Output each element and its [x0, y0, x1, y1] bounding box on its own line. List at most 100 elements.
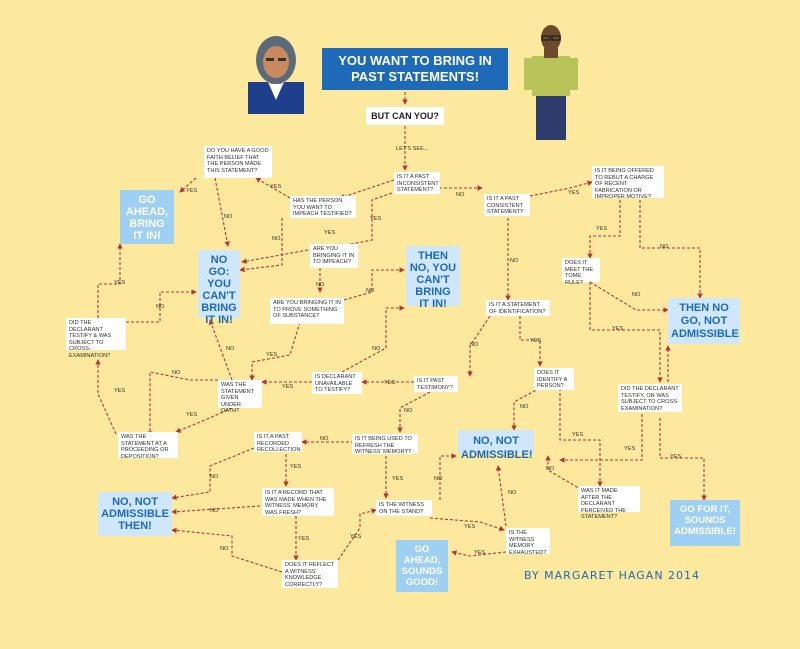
outcome-then-no-go: THEN NO GO, NOT ADMISSIBLE — [668, 298, 740, 344]
edge-label-yes: YES — [298, 536, 310, 542]
question-recorded: IS IT A PAST RECORDED RECOLLECTION — [254, 432, 302, 453]
edge — [451, 550, 507, 557]
outcome-no-admissible: NO, NOT ADMISSIBLE! — [458, 430, 534, 461]
edge — [589, 282, 663, 383]
edge-label-yes: YES — [596, 226, 608, 232]
edge-label-no: NO — [226, 346, 235, 352]
outcome-go-ahead-bring: GO AHEAD, BRING IT IN! — [120, 190, 174, 244]
edge — [589, 281, 669, 313]
edge-label-yes: YES — [384, 380, 396, 386]
edge — [239, 218, 283, 273]
edge — [97, 243, 123, 318]
outcome-then-no: THEN NO, YOU CAN'T BRING IT IN! — [406, 246, 460, 310]
subtitle: BUT CAN YOU? — [366, 107, 444, 125]
question-consistent: IS IT A PAST CONSISTENT STATEMENT? — [484, 194, 530, 216]
edge-label-yes: YES — [266, 352, 278, 358]
man-illustration — [524, 25, 578, 140]
edge-label-no: NO — [372, 346, 381, 352]
outcome-no-admissible-then: NO, NOT ADMISSIBLE THEN! — [98, 492, 172, 536]
edge-label-no: NO — [220, 546, 229, 552]
edge-label-yes: YES — [624, 446, 636, 452]
question-under-oath: WAS THE STATEMENT GIVEN UNDER OATH? — [218, 380, 262, 414]
question-proceeding: WAS THE STATEMENT AT A PROCEEDING OR DEP… — [118, 432, 178, 460]
question-bringing-impeach: ARE YOU BRINGING IT IN TO IMPEACH? — [310, 244, 358, 268]
question-identify-person: DOES IT IDENTIFY A PERSON? — [534, 368, 574, 390]
edge-label-no: NO — [510, 258, 519, 264]
edge-label-yes: YES — [464, 524, 476, 530]
edge — [171, 447, 255, 501]
edge — [559, 388, 603, 487]
question-after-perceived: WAS IT MADE AFTER THE DECLARANT PERCEIVE… — [578, 486, 640, 520]
edge — [397, 391, 431, 433]
edge-label-yes: YES — [530, 338, 542, 344]
edge-label-yes: YES — [114, 280, 126, 286]
edge — [208, 319, 233, 381]
edge-label-yes: YES — [350, 534, 362, 540]
edge-label-yes: YES — [290, 464, 302, 470]
question-prove-substance: ARE YOU BRINGING IT IN TO PROVE SOMETHIN… — [270, 298, 344, 324]
edge-label-yes: YES — [670, 454, 682, 460]
question-unavailable: IS DECLARANT UNAVAILABLE TO TESTIFY? — [312, 372, 362, 394]
question-reflect-knowledge: DOES IT REFLECT A WITNESS' KNOWLEDGE COR… — [282, 560, 338, 588]
edge — [214, 177, 230, 247]
edge-label-no: NO — [156, 304, 165, 310]
edge — [429, 517, 505, 532]
edge — [95, 359, 117, 435]
edge — [659, 418, 707, 501]
edge-label-yes: YES — [186, 188, 198, 194]
edge-label-no: NO — [508, 490, 517, 496]
edge — [439, 453, 457, 500]
edge-label-no: NO — [456, 192, 465, 198]
edge — [179, 177, 197, 193]
outcome-no-go: NO GO: YOU CAN'T BRING IT IN! — [198, 250, 240, 326]
edge-label-no: NO — [632, 292, 641, 298]
question-on-stand: IS THE WITNESS ON THE STAND? — [376, 500, 432, 516]
edge-label-yes: YES — [114, 388, 126, 394]
question-declarant-cross: DID THE DECLARANT TESTIFY, OR WAS SUBJEC… — [618, 384, 682, 412]
edge-label-no: NO — [434, 476, 443, 482]
question-good-faith: DO YOU HAVE A GOOD FAITH BELIEF THAT THE… — [204, 146, 272, 178]
edge-label-no: NO — [210, 474, 219, 480]
question-refresh: IS IT BEING USED TO REFRESH THE WITNESS'… — [352, 434, 418, 455]
edge — [339, 179, 395, 200]
edge-label-yes: YES — [572, 432, 584, 438]
edge-label-no: NO — [316, 282, 325, 288]
lets-see-label: LET'S SEE... — [396, 146, 429, 152]
edge-label-no: NO — [210, 508, 219, 514]
edge — [335, 192, 393, 249]
page-title: YOU WANT TO BRING IN PAST STATEMENTS! — [322, 48, 508, 90]
edge-label-no: NO — [272, 236, 281, 242]
edge — [337, 508, 377, 561]
edge — [639, 200, 703, 299]
edge — [341, 305, 405, 373]
edge — [241, 249, 309, 264]
question-declarant-testify: DID THE DECLARANT TESTIFY & WAS SUBJECT … — [66, 318, 126, 359]
edge — [255, 177, 291, 199]
outcome-go-ahead-sounds: GO AHEAD, SOUNDS GOOD! — [396, 540, 448, 592]
edge-label-no: NO — [172, 370, 181, 376]
question-record-fresh: IS IT A RECORD THAT WAS MADE WHEN THE WI… — [262, 488, 334, 516]
question-tome: DOES IT MEET THE TOME RULE? — [562, 258, 600, 286]
edge — [545, 455, 583, 491]
question-impeach-testified: HAS THE PERSON YOU WANT TO IMPEACH TESTI… — [290, 196, 356, 218]
edge — [467, 315, 491, 377]
edge-label-yes: YES — [282, 384, 294, 390]
edge-label-yes: YES — [270, 184, 282, 190]
question-memory-exhausted: IS THE WITNESS MEMORY EXHAUSTED? — [506, 528, 550, 556]
edge — [147, 371, 218, 437]
edge — [171, 527, 283, 573]
edge-label-no: NO — [320, 436, 329, 442]
edge — [495, 465, 507, 527]
edge-label-no: NO — [660, 244, 669, 250]
question-inconsistent: IS IT A PAST INCONSISTENT STATEMENT? — [394, 172, 440, 194]
edge-label-no: NO — [404, 408, 413, 414]
edge — [126, 289, 197, 323]
edge-label-yes: YES — [612, 326, 624, 332]
edge — [175, 407, 233, 433]
outcome-go-for-it: GO FOR IT, SOUNDS ADMISSIBLE! — [670, 500, 740, 546]
edge-label-yes: YES — [186, 412, 198, 418]
edge — [519, 316, 543, 367]
question-past-testimony: IS IT PAST TESTIMONY? — [414, 376, 458, 392]
edge-label-yes: YES — [568, 190, 580, 196]
